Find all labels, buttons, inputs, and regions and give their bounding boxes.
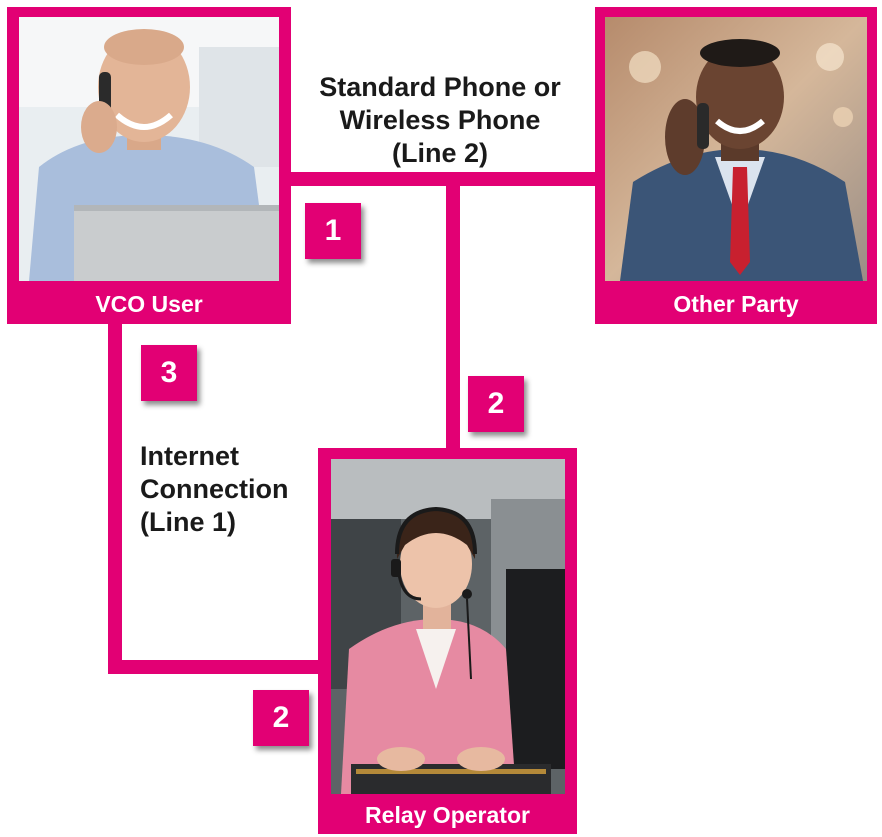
step-2-badge-bottom: 2	[253, 690, 309, 746]
line2-label-row-3: (Line 2)	[391, 138, 488, 168]
relay-operator-card: Relay Operator	[318, 448, 577, 834]
line1-label-row-2: Connection	[140, 474, 289, 504]
step-1-badge: 1	[305, 203, 361, 259]
line1-label: Internet Connection (Line 1)	[140, 440, 320, 539]
relay-operator-caption: Relay Operator	[365, 802, 530, 828]
line1-horizontal-connector	[108, 660, 334, 674]
vco-user-caption: VCO User	[95, 291, 203, 317]
line2-label-row-1: Standard Phone or	[319, 72, 561, 102]
line2-label: Standard Phone or Wireless Phone (Line 2…	[300, 71, 580, 170]
vco-user-photo	[19, 17, 279, 281]
vco-user-card: VCO User	[7, 7, 291, 324]
step-2-badge-top: 2	[468, 376, 524, 432]
other-party-photo	[605, 17, 867, 281]
line2-horizontal-connector	[280, 172, 600, 186]
relay-operator-photo	[331, 459, 565, 794]
other-party-card: Other Party	[595, 7, 877, 324]
line1-label-row-3: (Line 1)	[140, 507, 237, 537]
line1-vertical-connector	[108, 310, 122, 674]
step-3-badge: 3	[141, 345, 197, 401]
line1-label-row-1: Internet	[140, 441, 240, 471]
line2-label-row-2: Wireless Phone	[339, 105, 541, 135]
other-party-caption: Other Party	[673, 291, 799, 317]
line2-drop-to-operator	[446, 172, 460, 456]
